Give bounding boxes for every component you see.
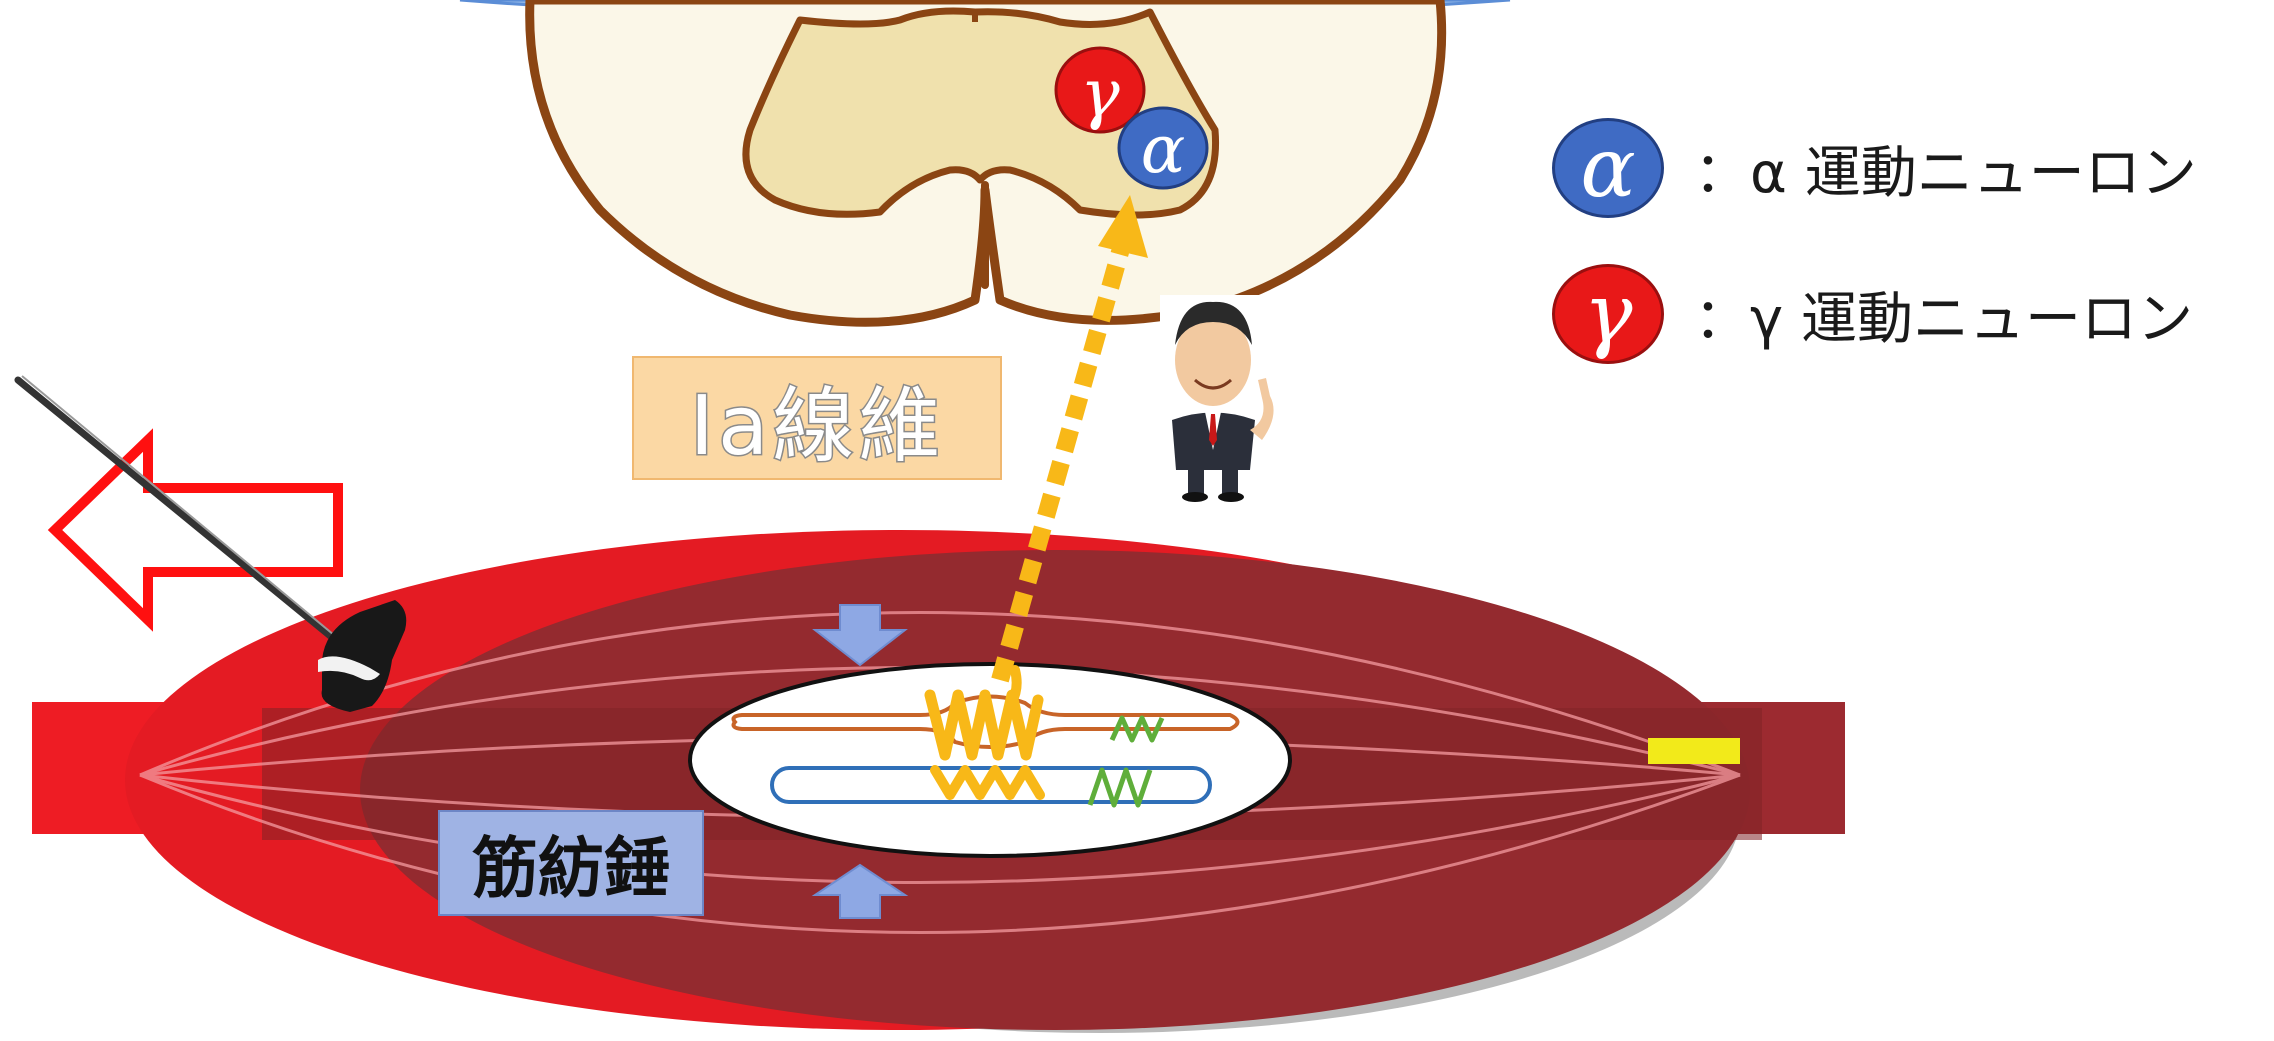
yellow-marker	[1648, 738, 1740, 764]
legend-gamma-dot: γ	[1552, 264, 1664, 364]
muscle-spindle	[688, 662, 1292, 858]
legend-gamma-row: γ ：γ 運動ニューロン	[1552, 264, 2193, 364]
legend-alpha-dot: α	[1552, 118, 1664, 218]
ia-signal-dotted-line	[991, 242, 1131, 683]
gamma-coil-bottom	[1087, 767, 1153, 808]
doctor-person-icon	[1160, 295, 1274, 502]
ia-branch	[1005, 665, 1022, 710]
gamma-neuron: γ	[1054, 46, 1146, 134]
legend-gamma-text: ：γ 運動ニューロン	[1694, 286, 2193, 352]
compress-arrow-top	[812, 604, 908, 667]
compress-arrow-bottom	[811, 863, 909, 919]
gamma-coil-top	[1109, 715, 1165, 743]
ia-signal-arrowhead	[1098, 195, 1148, 258]
alpha-neuron: α	[1117, 106, 1209, 190]
legend-alpha-row: α ：α 運動ニューロン	[1552, 118, 2197, 218]
ia-signal-arrow	[991, 195, 1148, 683]
ia-fiber-label: Ⅰa線維	[632, 356, 1002, 480]
gamma-neuron-symbol: γ	[1080, 55, 1120, 132]
ia-coil-top	[924, 689, 1044, 761]
ia-coil-bottom	[930, 765, 1045, 800]
spinal-cord-section	[525, 0, 1447, 327]
spindle-capsule	[688, 662, 1292, 858]
alpha-neuron-symbol: α	[1141, 111, 1186, 188]
muscle-spindle-label: 筋紡錘	[438, 810, 704, 916]
legend-alpha-text: ：α 運動ニューロン	[1694, 140, 2197, 206]
reflex-hammer-icon	[14, 375, 407, 712]
